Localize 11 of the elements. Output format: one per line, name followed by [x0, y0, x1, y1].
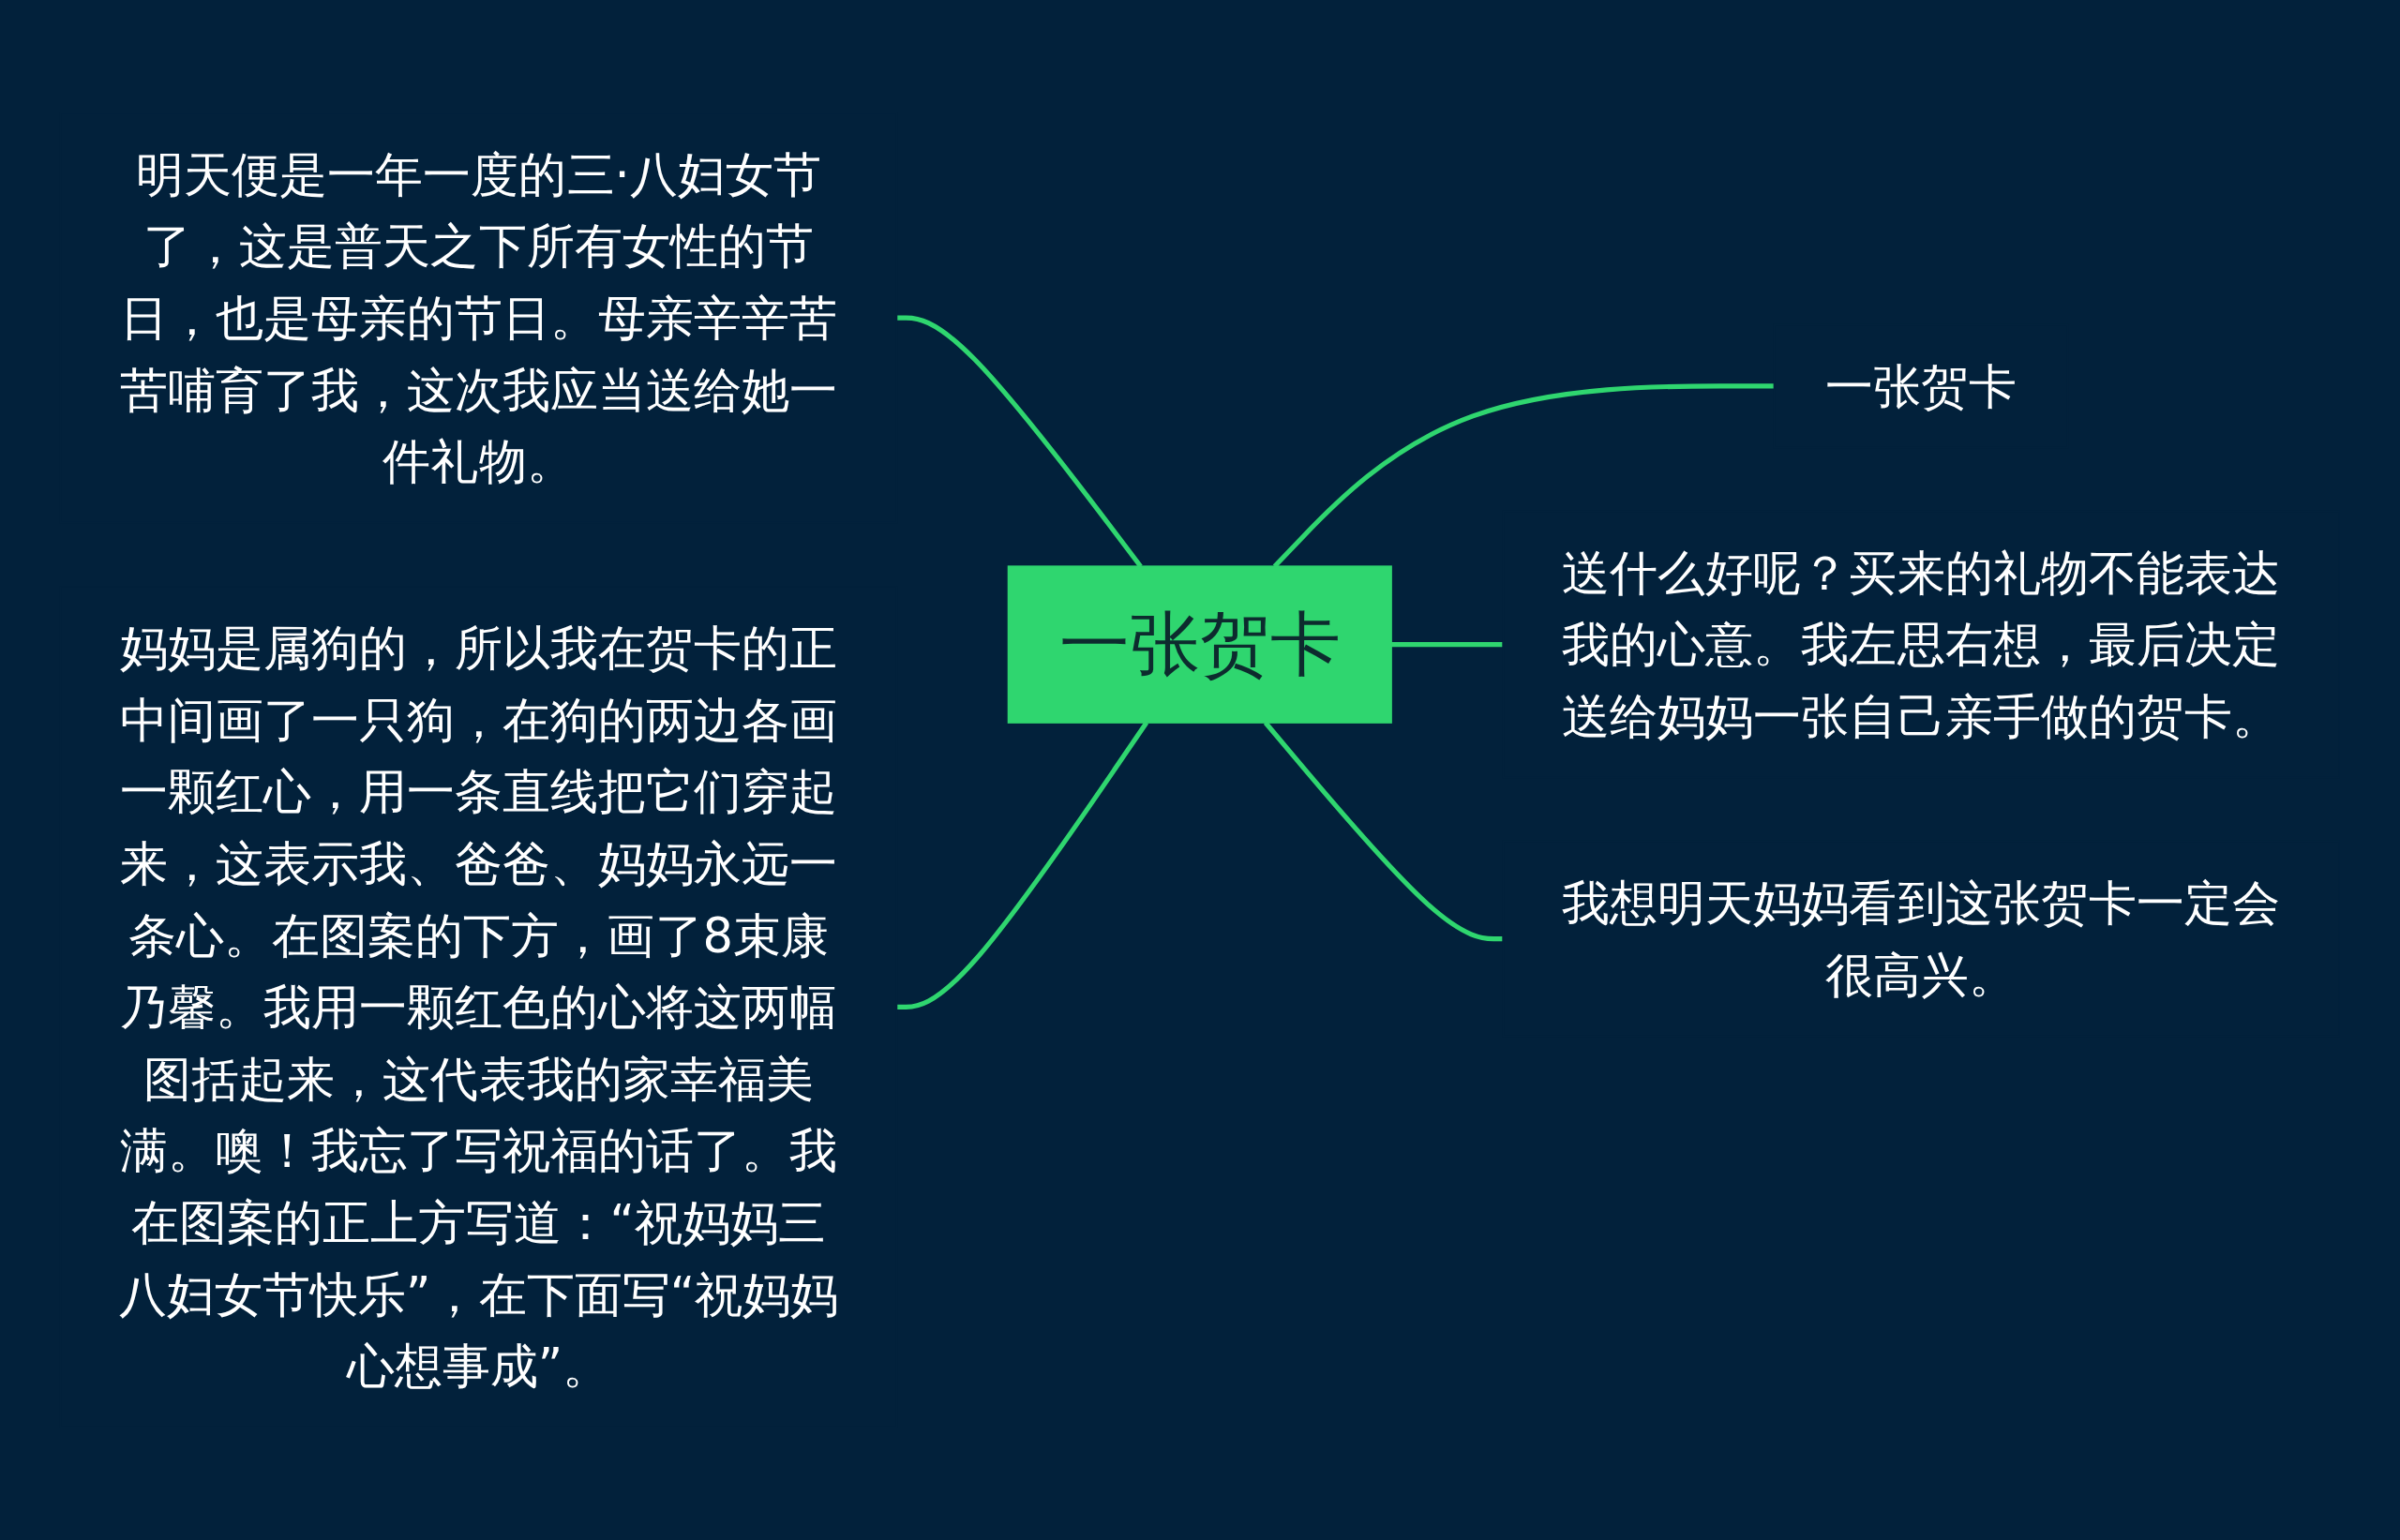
connector [1391, 641, 1504, 647]
node-text: 明天便是一年一度的三·八妇女节了，这是普天之下所有女性的节日，也是母亲的节日。母亲辛辛苦苦哺育了我，这次我应当送给她一件礼物。 [119, 146, 838, 489]
connector [896, 315, 1143, 568]
node-text: 一张贺卡 [1825, 357, 2018, 414]
connector [1264, 721, 1504, 942]
node-text: 妈妈是属狗的，所以我在贺卡的正中间画了一只狗，在狗的两边各画一颗红心，用一条直线把它们穿起来，这表示我、爸爸、妈妈永远一条心。在图案的下方，画了8束康乃馨。我用一颗红色的心将这两幅图括起来，这代表我的家幸福美满。噢！我忘了写祝福的话了。我在图案的正上方写道：“祝妈妈三八妇女节快乐”，在下面写“祝妈妈心想事成”。 [118, 620, 839, 1394]
connector [1272, 383, 1775, 568]
node-text: 我想明天妈妈看到这张贺卡一定会很高兴。 [1562, 875, 2281, 1003]
node-box: 一张贺卡 [1007, 565, 1393, 724]
node-text: 送什么好呢？买来的礼物不能表达我的心意。我左思右想，最后决定送给妈妈一张自己亲手做的贺卡。 [1562, 545, 2281, 744]
connector [896, 721, 1149, 1009]
